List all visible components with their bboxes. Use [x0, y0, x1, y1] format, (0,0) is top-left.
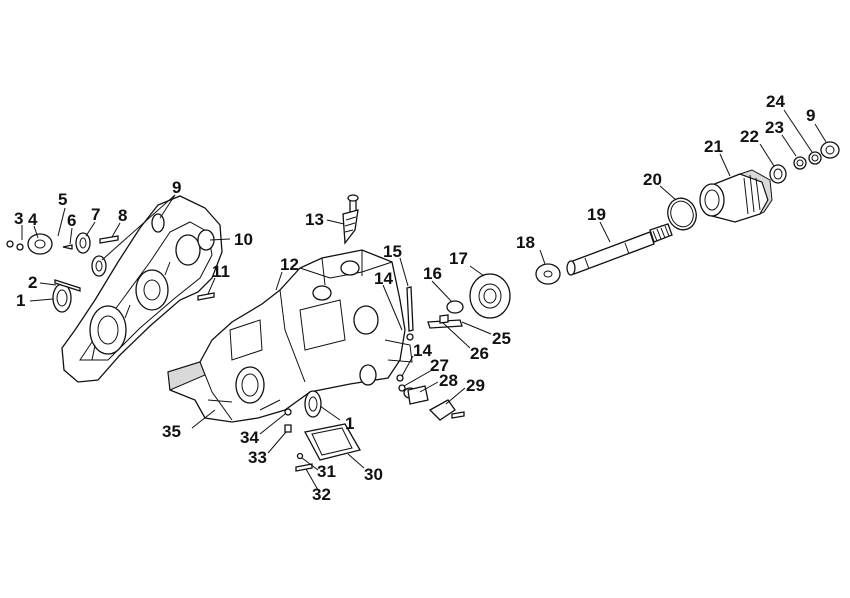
leader-lines	[21, 109, 827, 491]
callout-18: 18	[516, 233, 535, 252]
callout-31: 31	[317, 462, 336, 481]
callout-21: 21	[704, 137, 723, 156]
cover-plate	[61, 195, 223, 383]
callout-26: 26	[470, 344, 489, 363]
o-ring-20	[667, 197, 697, 231]
callout-5: 5	[58, 190, 67, 209]
callout-24: 24	[766, 92, 785, 111]
left-small-parts	[6, 213, 215, 313]
callout-35: 35	[162, 422, 181, 441]
callout-33: 33	[248, 448, 267, 467]
callout-20: 20	[643, 170, 662, 189]
callout-34: 34	[240, 428, 259, 447]
callout-16: 16	[423, 264, 442, 283]
callout-3: 3	[14, 209, 23, 228]
callout-27: 27	[430, 356, 449, 375]
callout-2: 2	[28, 273, 37, 292]
callout-29: 29	[466, 376, 485, 395]
washer-stack	[769, 141, 840, 184]
callout-labels: 3 4 5 6 7 8 9 10 2 1 11 12 13 15 14 16 1…	[14, 92, 815, 504]
callout-17: 17	[449, 249, 468, 268]
callout-12: 12	[280, 255, 299, 274]
callout-30: 30	[364, 465, 383, 484]
main-housing	[167, 249, 413, 423]
callout-13: 13	[305, 210, 324, 229]
callout-32: 32	[312, 485, 331, 504]
callout-7: 7	[91, 205, 100, 224]
gear-21	[699, 169, 773, 223]
callout-19: 19	[587, 205, 606, 224]
callout-9-right: 9	[806, 106, 815, 125]
callout-14-top: 14	[374, 269, 393, 288]
callout-9-left: 9	[172, 178, 181, 197]
callout-1-left: 1	[16, 291, 25, 310]
callout-28: 28	[439, 371, 458, 390]
callout-22: 22	[740, 127, 759, 146]
callout-8: 8	[118, 206, 127, 225]
callout-10: 10	[234, 230, 253, 249]
callout-25: 25	[492, 329, 511, 348]
callout-11: 11	[212, 262, 230, 281]
callout-23: 23	[765, 118, 784, 137]
callout-14-bottom: 14	[413, 341, 432, 360]
lower-parts	[284, 390, 361, 472]
shaft-assembly	[535, 223, 673, 285]
callout-1-right: 1	[345, 414, 354, 433]
bolt-13	[342, 194, 359, 245]
callout-4: 4	[28, 210, 38, 229]
callout-6: 6	[67, 211, 76, 230]
callout-15: 15	[383, 242, 402, 261]
